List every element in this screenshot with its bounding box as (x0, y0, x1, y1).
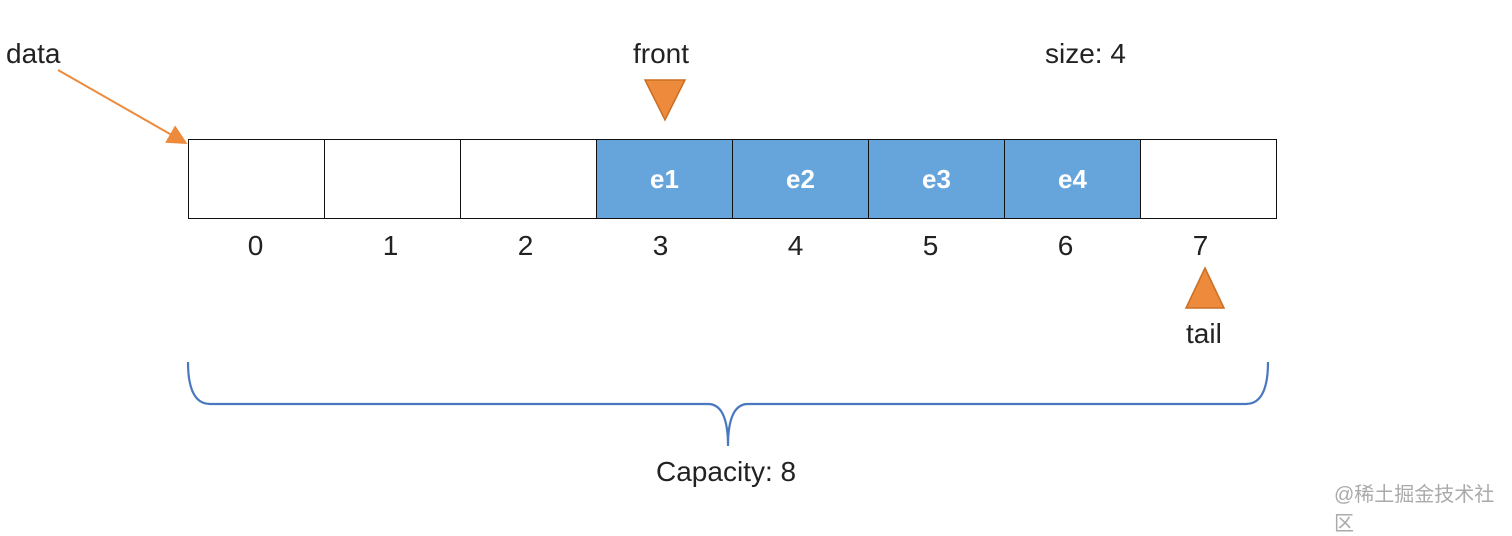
tail-label: tail (1186, 318, 1222, 349)
index-label: 7 (1192, 230, 1209, 261)
capacity-label: Capacity: 8 (656, 456, 797, 487)
front-label: front (633, 38, 690, 69)
cell-label: e4 (1058, 163, 1087, 194)
array-cell-5: e3 (868, 139, 1005, 219)
front-pointer-triangle (643, 79, 687, 122)
index-label: 2 (517, 230, 534, 261)
cell-label: e3 (922, 163, 951, 194)
index-label: 5 (922, 230, 939, 261)
cell-label: e2 (786, 163, 815, 194)
array-cell-0 (188, 139, 325, 219)
queue-array: e1 e2 e3 e4 (188, 139, 1277, 219)
array-cell-3: e1 (596, 139, 733, 219)
index-label: 4 (787, 230, 804, 261)
array-cell-1 (324, 139, 461, 219)
index-row: 0 1 2 3 4 5 6 7 (188, 230, 1268, 262)
index-label: 1 (382, 230, 399, 261)
array-cell-6: e4 (1004, 139, 1141, 219)
diagram-graphics (57, 69, 1270, 447)
tail-pointer-triangle (1184, 266, 1226, 309)
array-cell-7 (1140, 139, 1277, 219)
data-pointer-arrow (57, 69, 188, 144)
data-label: data (6, 38, 61, 69)
capacity-brace (186, 361, 1270, 447)
cell-label: e1 (650, 163, 679, 194)
index-label: 3 (652, 230, 669, 261)
array-cell-2 (460, 139, 597, 219)
array-cell-4: e2 (732, 139, 869, 219)
index-label: 0 (247, 230, 264, 261)
size-label: size: 4 (1045, 38, 1126, 69)
watermark: @稀土掘金技术社区 (1334, 484, 1495, 535)
index-label: 6 (1057, 230, 1074, 261)
